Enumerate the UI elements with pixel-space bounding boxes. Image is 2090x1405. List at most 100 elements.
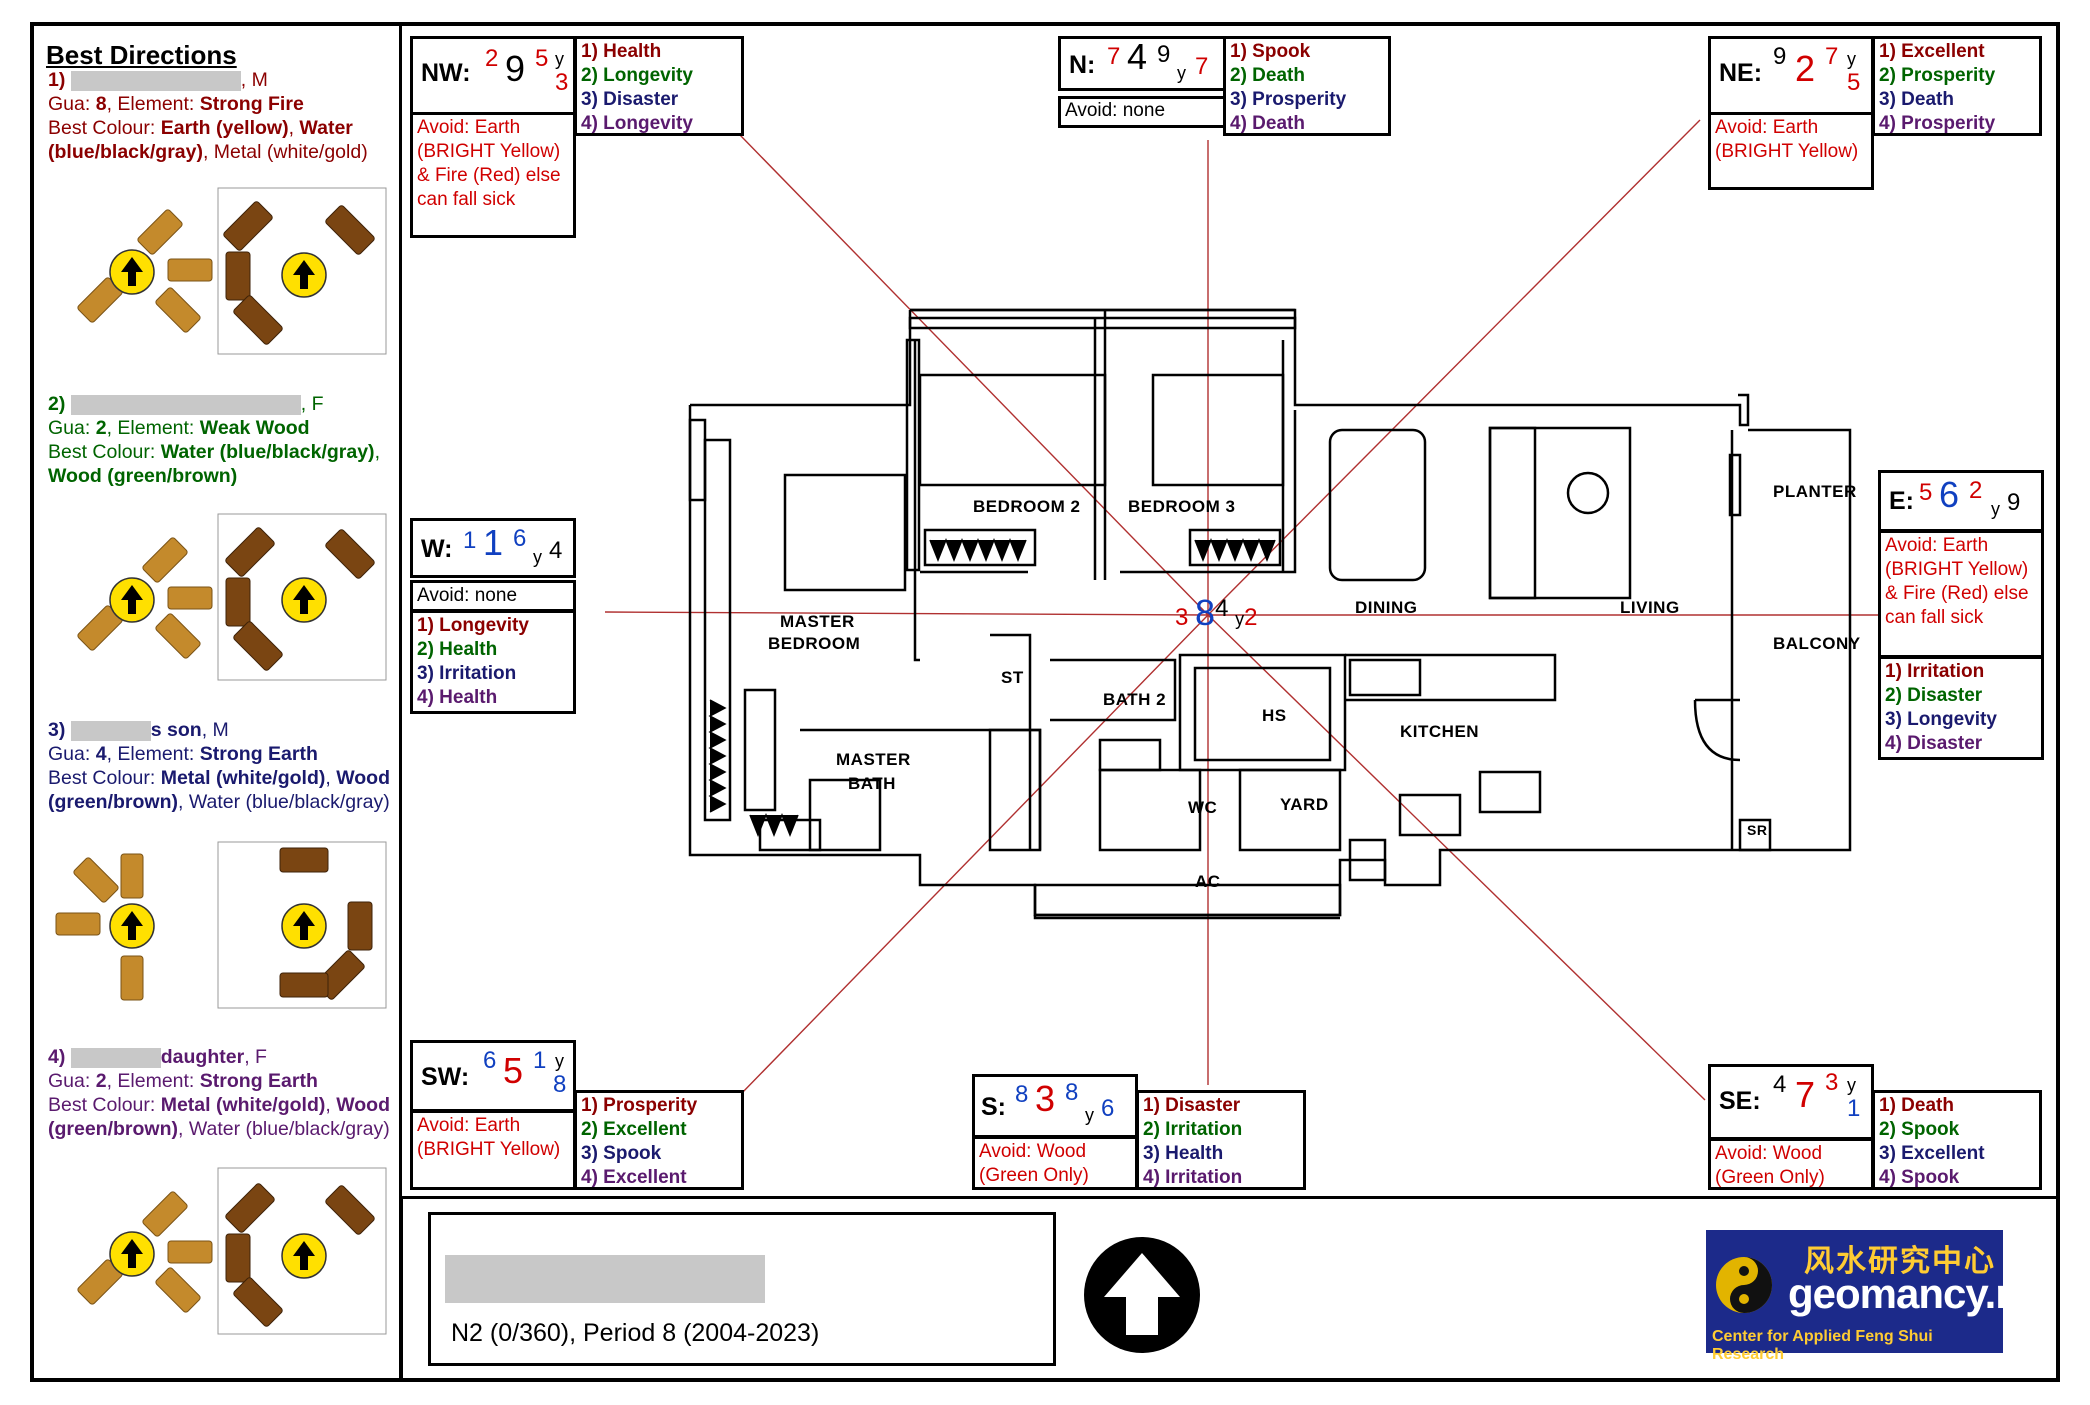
- star-b: 2: [1795, 48, 1816, 89]
- gua-label: Gua:: [48, 1070, 96, 1092]
- colour-sep: ,: [288, 117, 300, 139]
- direction-diagram-4: [76, 1167, 387, 1335]
- sector-sw-header: SW: 6 5 1 y 8: [410, 1040, 576, 1112]
- element-value: Strong Fire: [199, 93, 304, 115]
- room-master-bedroom-2: BEDROOM: [768, 634, 861, 653]
- footer-frame: [400, 1196, 2060, 1382]
- direction-diagram-3: [55, 841, 387, 1009]
- star-d: 1: [1847, 1095, 1861, 1122]
- geomancy-logo: 风水研究中心 geomancy.net Center for Applied F…: [1706, 1230, 2056, 1363]
- star-a: 7: [1107, 43, 1121, 70]
- star-b: 9: [505, 48, 526, 89]
- star-b: 6: [1939, 474, 1960, 515]
- star-c: 1: [533, 1047, 547, 1074]
- room-yard: YARD: [1280, 795, 1329, 814]
- star-d: 4: [549, 537, 563, 564]
- sector-label: N:: [1069, 51, 1096, 79]
- sector-label: NW:: [421, 59, 471, 87]
- colour-label: Best Colour:: [48, 767, 161, 789]
- sector-w-list: 1) Longevity 2) Health 3) Irritation 4) …: [410, 610, 576, 714]
- element-value: Strong Earth: [199, 743, 318, 765]
- star-d: 5: [1847, 69, 1861, 96]
- redacted-name: [70, 70, 241, 91]
- list-item: 2) Irritation: [1143, 1119, 1243, 1140]
- list-item: 2) Health: [417, 639, 498, 660]
- colour-3: , Water (blue/black/gray): [178, 791, 390, 813]
- list-item: 3) Excellent: [1879, 1143, 1985, 1164]
- sector-e-avoid: Avoid: Earth (BRIGHT Yellow) & Fire (Red…: [1878, 530, 2044, 658]
- center-star-d: 2: [1244, 604, 1258, 631]
- person-gender: , F: [244, 1046, 267, 1068]
- star-c: 6: [513, 525, 527, 552]
- redacted-name: [70, 1047, 161, 1068]
- person-num: 2): [48, 393, 66, 415]
- sector-n-list: 1) Spook 2) Death 3) Prosperity 4) Death: [1223, 36, 1391, 136]
- colour-label: Best Colour:: [48, 1094, 161, 1116]
- room-living: LIVING: [1620, 598, 1680, 617]
- sector-label: S:: [981, 1093, 1006, 1121]
- room-sr: SR: [1747, 822, 1768, 838]
- list-item: 1) Spook: [1230, 41, 1311, 62]
- person-gender: , F: [300, 393, 324, 415]
- logo-tagline: Center for Applied Feng Shui Research: [1712, 1328, 1933, 1363]
- colour-3: , Water (blue/black/gray): [178, 1118, 390, 1140]
- star-a: 5: [1919, 479, 1933, 506]
- colour-sep: ,: [325, 1094, 337, 1116]
- element-label: , Element:: [106, 93, 200, 115]
- list-item: 3) Death: [1879, 89, 1954, 110]
- star-a: 8: [1015, 1081, 1029, 1108]
- direction-diagram-2: [76, 513, 387, 681]
- list-item: 3) Health: [1143, 1143, 1224, 1164]
- north-arrow-icon: [1084, 1237, 1200, 1353]
- colour-3: , Metal (white/gold): [202, 141, 368, 163]
- sector-se-list: 1) Death 2) Spook 3) Excellent 4) Spook: [1872, 1090, 2042, 1190]
- list-item: 3) Irritation: [417, 663, 517, 684]
- room-kitchen: KITCHEN: [1400, 722, 1480, 741]
- room-st: ST: [1001, 668, 1024, 687]
- room-master-bath-2: BATH: [848, 774, 896, 793]
- star-y: y: [1847, 49, 1856, 69]
- colour-2: Wood (green/brown): [48, 767, 391, 813]
- colour-label: Best Colour:: [48, 117, 161, 139]
- redacted-name: [70, 720, 151, 741]
- list-item: 4) Death: [1230, 113, 1305, 134]
- sector-ne-avoid: Avoid: Earth (BRIGHT Yellow): [1708, 112, 1874, 190]
- star-c: 7: [1825, 43, 1839, 70]
- person-name-suffix: s son: [150, 719, 202, 741]
- center-star-a: 3: [1175, 604, 1189, 631]
- sector-label: E:: [1889, 487, 1914, 515]
- redacted-address: [445, 1255, 765, 1303]
- sector-nw-header: NW: 2 9 5 y 3: [410, 36, 576, 115]
- footer-info-box: N2 (0/360), Period 8 (2004-2023): [428, 1212, 1056, 1366]
- left-panel-frame: [30, 22, 402, 1382]
- person-3: 3) s son, M Gua: 4, Element: Strong Eart…: [48, 718, 393, 814]
- star-b: 5: [503, 1050, 524, 1091]
- room-balcony: BALCONY: [1773, 634, 1861, 653]
- room-master-bedroom-1: MASTER: [780, 612, 855, 631]
- room-bedroom-2: BEDROOM 2: [973, 497, 1081, 516]
- list-item: 1) Health: [581, 41, 662, 62]
- sector-label: NE:: [1719, 59, 1763, 87]
- colour-2: Wood (green/brown): [48, 465, 238, 487]
- sector-nw-avoid: Avoid: Earth (BRIGHT Yellow) & Fire (Red…: [410, 112, 576, 238]
- sector-nw-list: 1) Health 2) Longevity 3) Disaster 4) Lo…: [574, 36, 744, 136]
- element-value: Strong Earth: [199, 1070, 318, 1092]
- sector-se-header: SE: 4 7 3 y 1: [1708, 1064, 1874, 1140]
- sector-label: W:: [421, 535, 453, 563]
- gua-value: 2: [95, 1070, 107, 1092]
- sector-ne-list: 1) Excellent 2) Prosperity 3) Death 4) P…: [1872, 36, 2042, 136]
- sector-sw-list: 1) Prosperity 2) Excellent 3) Spook 4) E…: [574, 1090, 744, 1190]
- element-value: Weak Wood: [199, 417, 310, 439]
- star-y: y: [1085, 1105, 1094, 1125]
- star-c: 9: [1157, 41, 1171, 68]
- room-ac: AC: [1195, 872, 1221, 891]
- room-planter: PLANTER: [1773, 482, 1857, 501]
- gua-value: 4: [95, 743, 107, 765]
- room-hs: HS: [1262, 706, 1287, 725]
- best-directions-panel: Best Directions: [40, 40, 388, 73]
- direction-diagram-1: [76, 187, 387, 355]
- list-item: 3) Prosperity: [1230, 89, 1347, 110]
- best-directions-title: Best Directions: [46, 40, 237, 70]
- star-c: 2: [1969, 477, 1983, 504]
- star-a: 9: [1773, 43, 1787, 70]
